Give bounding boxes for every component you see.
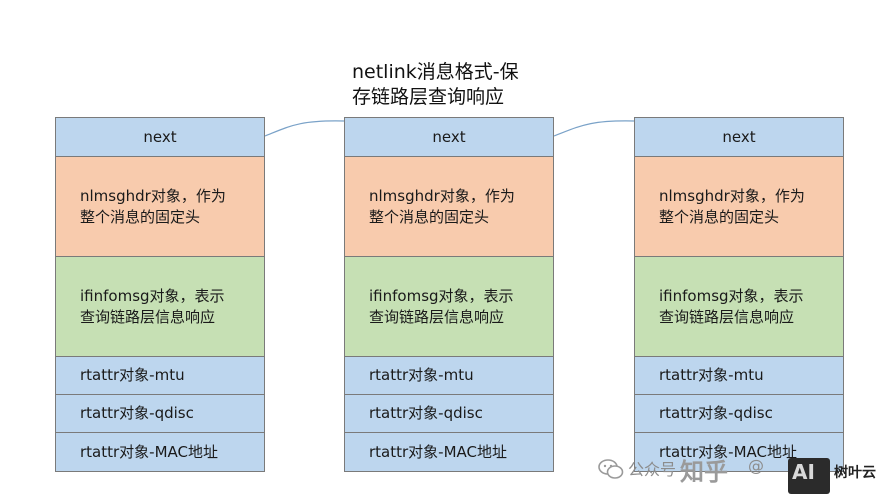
watermark-text-official: 公众号 bbox=[628, 460, 677, 479]
rtattr-qdisc-block: rtattr对象-qdisc bbox=[345, 395, 553, 433]
diagram-title: netlink消息格式-保 存链路层查询响应 bbox=[352, 60, 572, 110]
ifinfomsg-block: ifinfomsg对象，表示查询链路层信息响应 bbox=[56, 257, 264, 357]
rtattr-qdisc-block: rtattr对象-qdisc bbox=[635, 395, 843, 433]
watermark-text-zhihu: 知乎 bbox=[680, 458, 728, 486]
rtattr-qdisc-block: rtattr对象-qdisc bbox=[56, 395, 264, 433]
next-field: next bbox=[635, 118, 843, 157]
watermark: 公众号 知乎 @ AI 树叶云 bbox=[598, 452, 889, 500]
rtattr-mtu-block: rtattr对象-mtu bbox=[56, 357, 264, 395]
connector-2-to-3 bbox=[553, 120, 635, 137]
message-stack-2: next nlmsghdr对象，作为整个消息的固定头 ifinfomsg对象，表… bbox=[344, 117, 554, 472]
rtattr-mtu-block: rtattr对象-mtu bbox=[635, 357, 843, 395]
rtattr-mtu-block: rtattr对象-mtu bbox=[345, 357, 553, 395]
message-stack-3: next nlmsghdr对象，作为整个消息的固定头 ifinfomsg对象，表… bbox=[634, 117, 844, 472]
ifinfomsg-block: ifinfomsg对象，表示查询链路层信息响应 bbox=[345, 257, 553, 357]
next-field: next bbox=[56, 118, 264, 157]
rtattr-mac-block: rtattr对象-MAC地址 bbox=[635, 433, 843, 471]
wechat-icon bbox=[598, 459, 624, 479]
next-field: next bbox=[345, 118, 553, 157]
rtattr-mac-block: rtattr对象-MAC地址 bbox=[345, 433, 553, 471]
nlmsghdr-block: nlmsghdr对象，作为整个消息的固定头 bbox=[345, 157, 553, 257]
watermark-badge: AI bbox=[788, 458, 830, 494]
message-stack-1: next nlmsghdr对象，作为整个消息的固定头 ifinfomsg对象，表… bbox=[55, 117, 265, 472]
ifinfomsg-block: ifinfomsg对象，表示查询链路层信息响应 bbox=[635, 257, 843, 357]
rtattr-mac-block: rtattr对象-MAC地址 bbox=[56, 433, 264, 471]
watermark-text-brand: 树叶云 bbox=[834, 465, 876, 481]
watermark-text-at: @ bbox=[748, 456, 764, 475]
nlmsghdr-block: nlmsghdr对象，作为整个消息的固定头 bbox=[56, 157, 264, 257]
nlmsghdr-block: nlmsghdr对象，作为整个消息的固定头 bbox=[635, 157, 843, 257]
title-line-2: 存链路层查询响应 bbox=[352, 86, 505, 108]
connector-1-to-2 bbox=[264, 120, 345, 137]
title-line-1: netlink消息格式-保 bbox=[352, 61, 519, 83]
